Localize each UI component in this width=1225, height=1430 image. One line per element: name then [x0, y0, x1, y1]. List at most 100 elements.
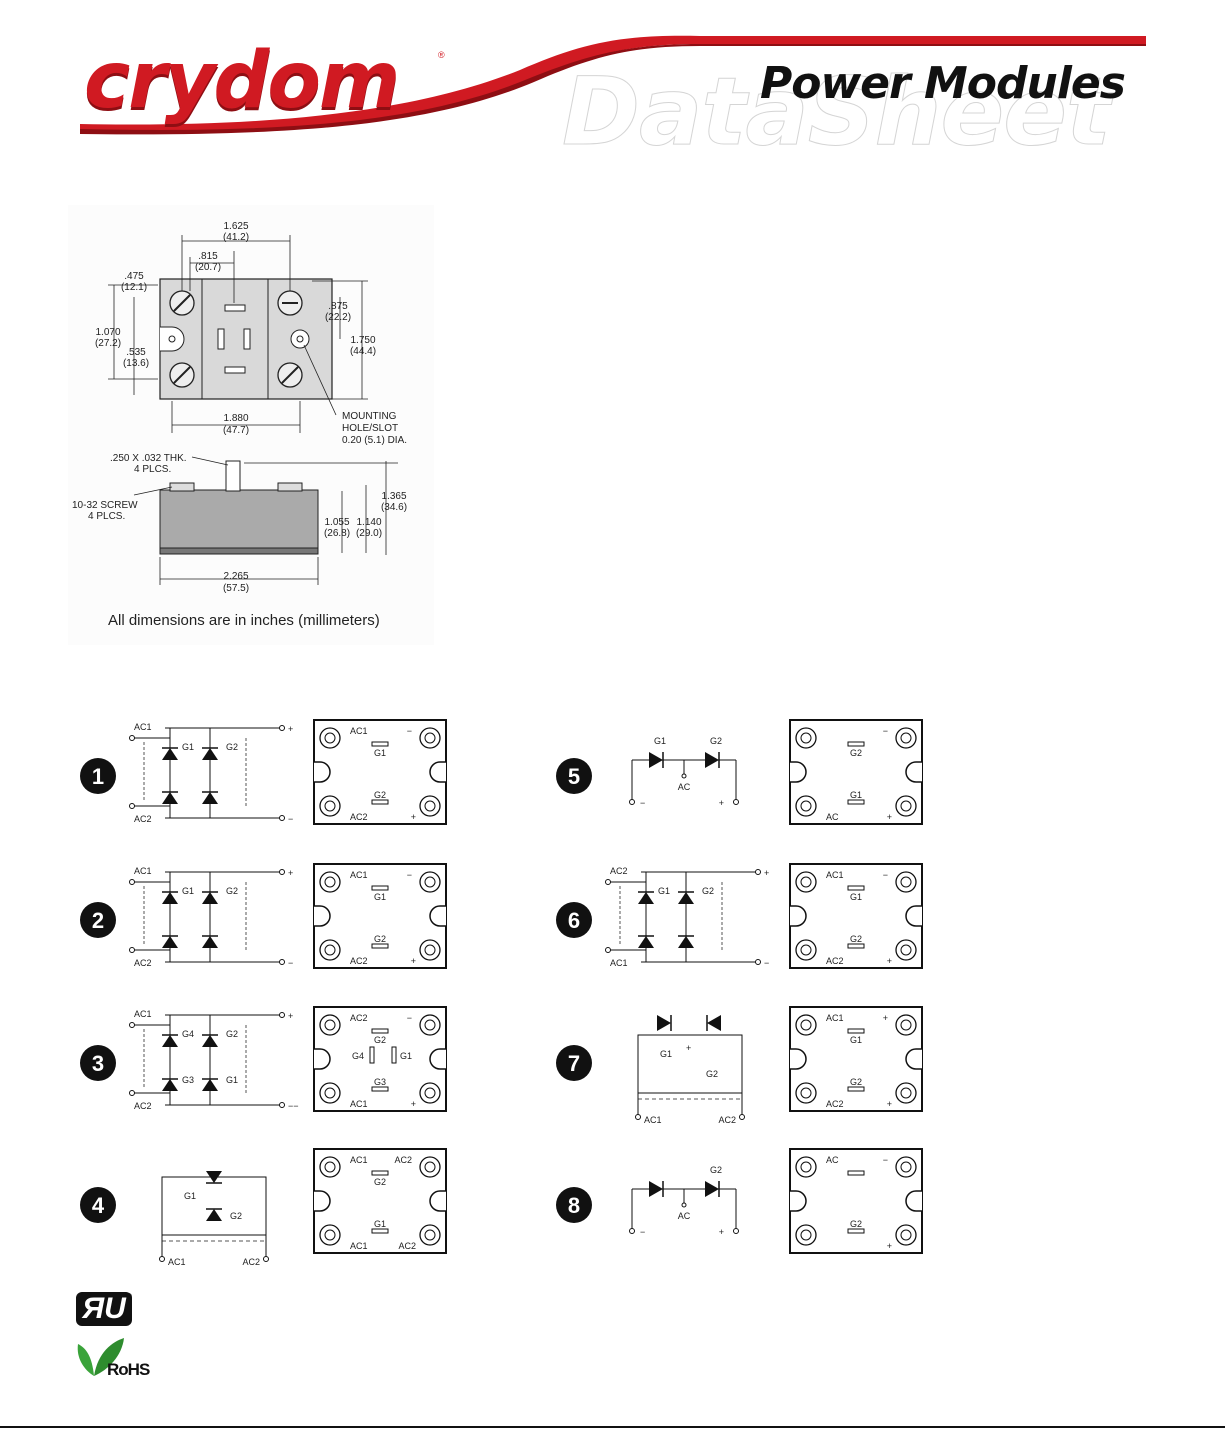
pin-label: AC2 [394, 1155, 412, 1165]
pin-label: AC1 [350, 1155, 368, 1165]
terminal-label: AC [678, 1211, 691, 1221]
gate-label: G2 [702, 886, 714, 896]
circuit-number-badge [80, 1045, 116, 1081]
pin-label: + [411, 956, 416, 966]
terminal-label: AC1 [134, 1009, 152, 1019]
terminal-label: − [640, 798, 645, 808]
terminal-label: −− [288, 1101, 299, 1111]
pin-label: G2 [374, 934, 386, 944]
terminal-screw-icon [424, 876, 436, 888]
dim-length: 2.265 [223, 571, 248, 582]
terminal-screw-icon [424, 800, 436, 812]
terminal-screw-icon [424, 1161, 436, 1173]
terminal-label: + [719, 1227, 724, 1237]
brand-logo: crydom [84, 36, 400, 126]
pin-label: + [887, 1099, 892, 1109]
mounting-label-3: 0.20 (5.1) DIA. [342, 435, 407, 446]
gate-label: G1 [184, 1191, 196, 1201]
terminal-screw-icon [424, 944, 436, 956]
pin-label: G2 [850, 1219, 862, 1229]
rohs-label: RoHS [107, 1360, 150, 1379]
pin-label: − [407, 870, 412, 880]
pin-label: G2 [374, 790, 386, 800]
pin-label: − [883, 726, 888, 736]
circuit-number-badge [80, 902, 116, 938]
gate-label: G1 [654, 736, 666, 746]
gate-label: G1 [658, 886, 670, 896]
pin-label: G2 [850, 934, 862, 944]
mounting-label-1: MOUNTING [342, 411, 397, 422]
terminal-screw-icon [424, 732, 436, 744]
gate-label: G2 [710, 1165, 722, 1175]
circuit-number-badge [556, 758, 592, 794]
gate-label: G1 [660, 1049, 672, 1059]
pin-label: + [887, 812, 892, 822]
diode-symbol [649, 1181, 663, 1197]
dim-center-offset: .815 [198, 251, 218, 262]
terminal-label: + [288, 1011, 293, 1021]
circuit-number-badge [80, 1187, 116, 1223]
circuit-number: 3 [92, 1051, 104, 1076]
pin-label: G2 [850, 748, 862, 758]
circuit-number: 2 [92, 908, 104, 933]
brand-registered-mark: ® [438, 50, 445, 60]
dim-left-span: 1.070 [95, 327, 120, 338]
circuit-number: 5 [568, 764, 580, 789]
terminal-label: AC1 [168, 1257, 186, 1267]
diode-symbol [206, 1209, 222, 1221]
terminal-screw-icon [324, 732, 336, 744]
pin-label: AC1 [350, 870, 368, 880]
terminal-screw-icon [800, 944, 812, 956]
diode-symbol [638, 936, 654, 948]
pin-label: G1 [850, 790, 862, 800]
terminal-screw-icon [900, 1087, 912, 1099]
terminal-screw-icon [324, 1229, 336, 1241]
screw-icon [169, 290, 195, 316]
pin-label: AC2 [350, 812, 368, 822]
dim-body-height: 1.055 [324, 517, 349, 528]
terminal-screw-icon [324, 1161, 336, 1173]
circuit-number: 4 [92, 1193, 105, 1218]
circuit-number-badge [556, 1187, 592, 1223]
dim-terminal-height-mm: (29.0) [356, 528, 382, 539]
dim-hole-spacing-mm: (47.7) [223, 425, 249, 436]
ul-registered-mark: ® [126, 1292, 132, 1301]
gate-label: G2 [706, 1069, 718, 1079]
diode-symbol [162, 892, 178, 904]
page-bottom-rule [0, 1426, 1225, 1428]
circuit-number: 8 [568, 1193, 580, 1218]
diode-symbol [705, 752, 719, 768]
terminal-label: + [764, 868, 769, 878]
pin-label: G1 [850, 1035, 862, 1045]
terminal-label: AC2 [610, 866, 628, 876]
pin-label: G1 [850, 892, 862, 902]
gate-label: G2 [226, 742, 238, 752]
diode-symbol [638, 892, 654, 904]
gate-label: G1 [182, 886, 194, 896]
gate-label: G2 [226, 886, 238, 896]
pin-label: AC [826, 1155, 839, 1165]
screw-icon [169, 362, 195, 388]
terminal-label: AC1 [610, 958, 628, 968]
diode-symbol [678, 892, 694, 904]
pin-label: AC1 [350, 726, 368, 736]
dim-right-upper-mm: (22.2) [325, 312, 351, 323]
terminal-screw-icon [800, 1229, 812, 1241]
pin-label: G1 [374, 748, 386, 758]
terminal-label: AC [678, 782, 691, 792]
pin-label: + [411, 1099, 416, 1109]
terminal-screw-icon [800, 876, 812, 888]
mounting-label-2: HOLE/SLOT [342, 423, 398, 434]
terminal-screw-icon [900, 944, 912, 956]
